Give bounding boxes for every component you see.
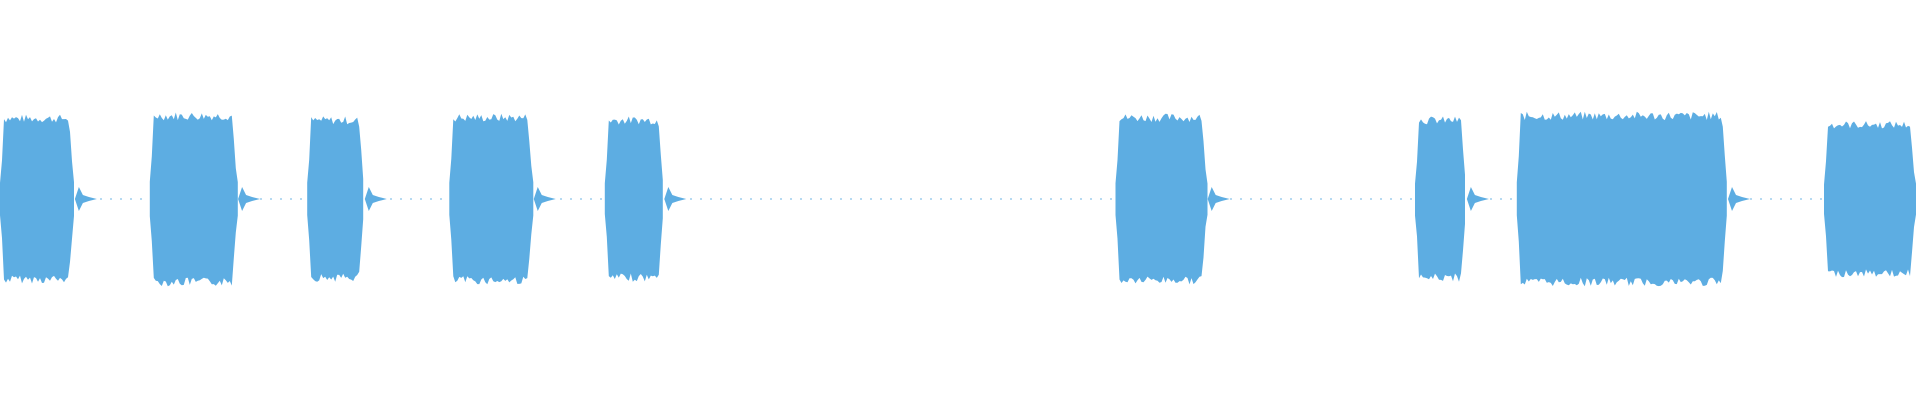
waveform-burst [1115,113,1208,285]
waveform-burst [604,116,663,282]
waveform-burst [1516,111,1727,287]
waveform-burst [149,112,238,287]
waveform-tail [238,187,261,211]
waveform-burst [1415,116,1465,282]
waveform-segments [0,111,1916,287]
waveform-tail [1466,187,1489,211]
waveform-burst [449,113,534,285]
waveform-tail [1728,187,1750,211]
waveform-burst [0,114,74,284]
waveform-tail [364,187,387,211]
waveform-burst [307,116,364,282]
waveform-tail [664,187,687,211]
waveform-tail [1207,187,1230,211]
waveform-tail [74,187,97,211]
waveform-tail [533,187,556,211]
waveform-burst [1824,121,1916,278]
